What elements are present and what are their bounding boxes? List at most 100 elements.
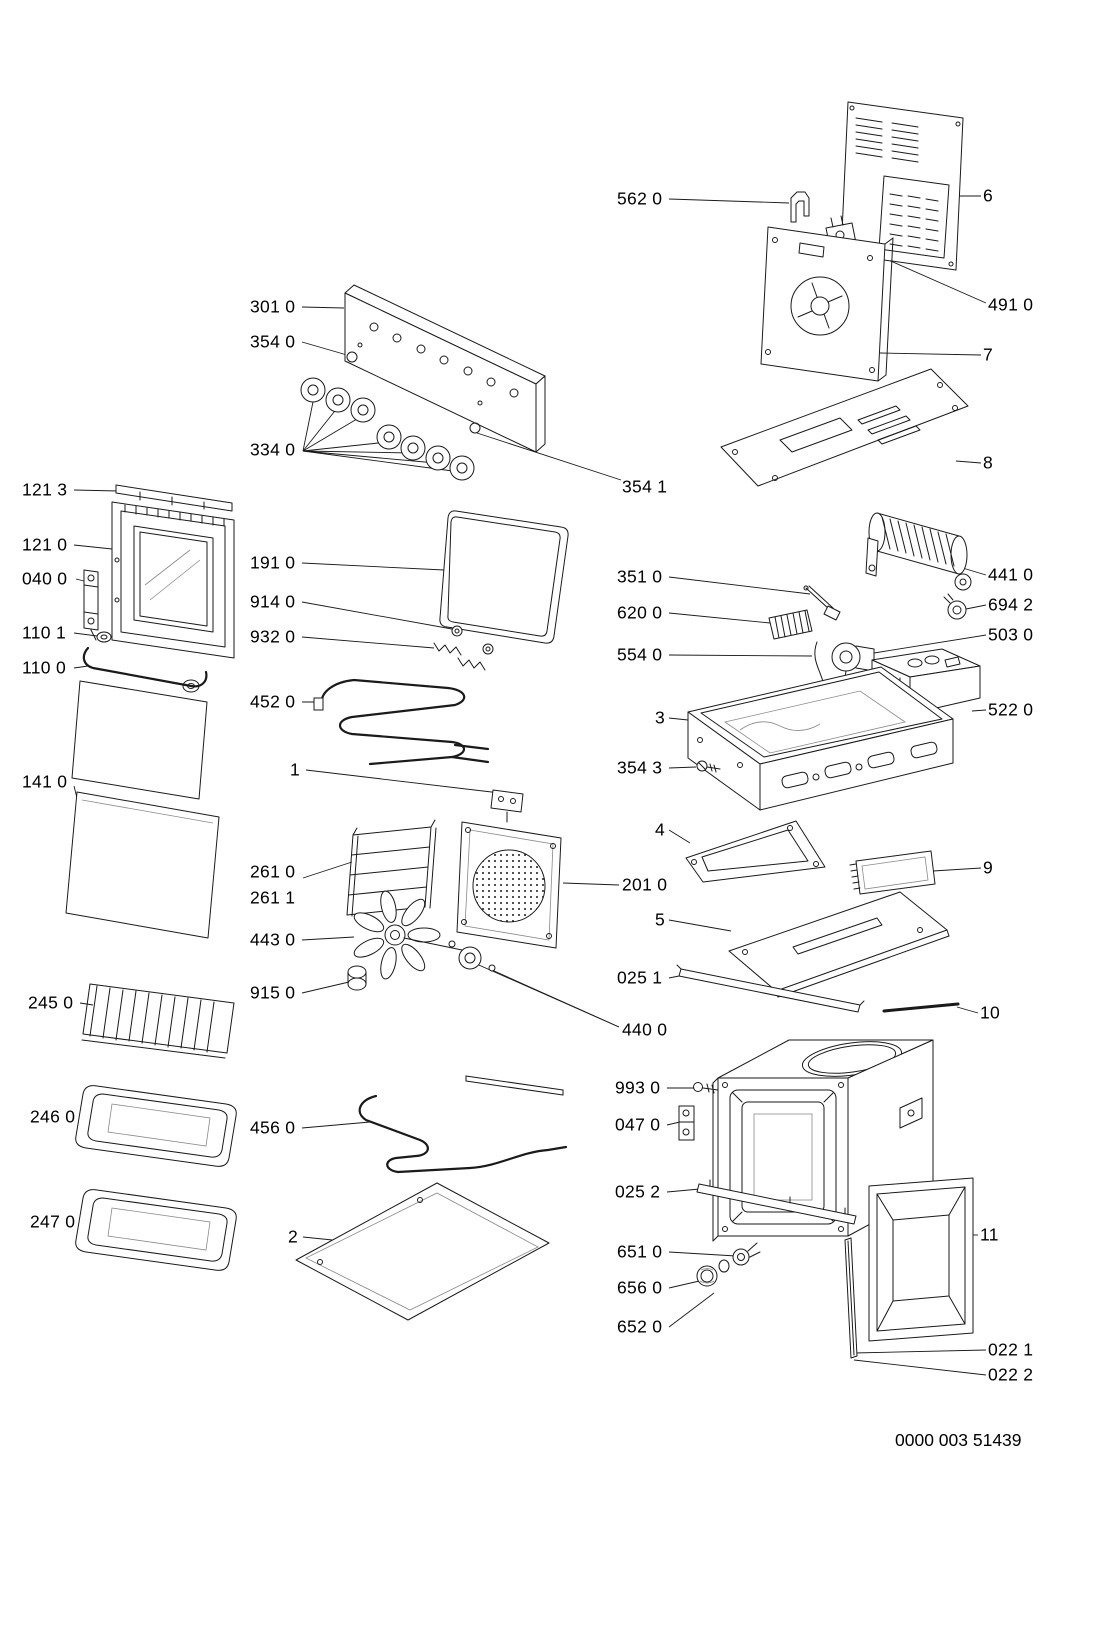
part-label-7: 7 [983,344,994,365]
part-label-025-2: 025 2 [615,1181,661,1202]
terminal-block [768,609,813,640]
door-hinge [83,569,99,641]
screw-993 [693,1082,719,1094]
part-label-047-0: 047 0 [615,1114,661,1135]
part-label-261-1: 261 1 [250,887,296,908]
part-label-247-0: 247 0 [30,1211,76,1232]
part-label-443-0: 443 0 [250,929,296,950]
part-label-022-2: 022 2 [988,1364,1034,1385]
wire-shelf-rack [81,983,235,1059]
part-label-5: 5 [655,909,666,930]
door-glass-panels [65,680,220,939]
part-label-440-0: 440 0 [622,1019,668,1040]
part-label-554-0: 554 0 [617,644,663,665]
part-label-245-0: 245 0 [28,992,74,1013]
part-label-141-0: 141 0 [22,771,68,792]
lamp-assembly [696,1242,761,1287]
part-label-3: 3 [655,707,666,728]
part-label-351-0: 351 0 [617,566,663,587]
side-rail-upper [676,964,865,1013]
bottom-panel [295,1182,550,1321]
part-label-246-0: 246 0 [30,1106,76,1127]
door-trim-strip [844,1237,858,1359]
panel-button-354-1 [469,422,481,434]
part-label-301-0: 301 0 [250,296,296,317]
part-label-993-0: 993 0 [615,1077,661,1098]
door-inner-frame [111,501,235,659]
part-label-915-0: 915 0 [250,982,296,1003]
baking-tray-shallow [75,1085,237,1167]
panel-button-354-0 [346,351,358,363]
chassis-housing [687,666,954,811]
document-code: 0000 003 51439 [895,1430,1022,1450]
springs [433,642,486,671]
inner-back-plate [760,226,894,382]
part-label-6: 6 [983,185,994,206]
part-label-354-1: 354 1 [622,476,668,497]
fan-cover-bracket [490,789,524,823]
spacer-bushing [347,965,367,991]
outer-door-panel [868,1177,974,1342]
triangular-bracket [685,820,826,883]
part-label-656-0: 656 0 [617,1277,663,1298]
part-label-2: 2 [288,1226,299,1247]
part-label-456-0: 456 0 [250,1117,296,1138]
part-label-191-0: 191 0 [250,552,296,573]
part-label-334-0: 334 0 [250,439,296,460]
part-label-651-0: 651 0 [617,1241,663,1262]
part-label-441-0: 441 0 [988,564,1034,585]
part-label-110-1: 110 1 [22,622,66,643]
door-gasket [439,510,569,644]
retaining-clip [790,191,810,223]
pcb-module [849,850,936,895]
part-label-1: 1 [290,759,301,780]
door-handle [82,646,208,688]
part-label-8: 8 [983,452,994,473]
part-label-9: 9 [983,857,994,878]
part-label-914-0: 914 0 [250,591,296,612]
part-label-652-0: 652 0 [617,1316,663,1337]
side-rail-lower [696,1179,857,1225]
part-label-562-0: 562 0 [617,188,663,209]
part-label-354-3: 354 3 [617,757,663,778]
part-label-932-0: 932 0 [250,626,296,647]
fan-motor-set [403,937,496,972]
lamp-bulb [943,593,967,620]
control-panel [344,284,546,453]
sensor-rod [803,585,841,621]
shelf-panel [728,891,950,998]
control-knobs [300,377,475,481]
part-label-261-0: 261 0 [250,861,296,882]
part-label-201-0: 201 0 [622,874,668,895]
lower-heating-element [358,1075,568,1174]
part-label-491-0: 491 0 [988,294,1034,315]
part-label-4: 4 [655,819,666,840]
screw-354-3 [696,760,721,773]
crossflow-blower [865,512,972,591]
part-label-110-0: 110 0 [22,657,66,678]
part-label-452-0: 452 0 [250,691,296,712]
part-label-040-0: 040 0 [22,568,68,589]
part-label-022-1: 022 1 [988,1339,1034,1360]
part-label-354-0: 354 0 [250,331,296,352]
part-label-11: 11 [980,1224,999,1245]
bottom-cover-panel [720,368,969,487]
part-label-121-0: 121 0 [22,534,68,555]
door-grommets [96,631,200,693]
part-label-503-0: 503 0 [988,624,1034,645]
part-label-620-0: 620 0 [617,602,663,623]
part-label-121-3: 121 3 [22,479,68,500]
baking-tray-deep [75,1189,237,1271]
fan-cover-plate [456,821,562,949]
part-label-10: 10 [980,1002,1001,1023]
hinge-bracket [678,1105,695,1141]
part-label-025-1: 025 1 [617,967,663,988]
part-label-522-0: 522 0 [988,699,1034,720]
grill-heating-element [313,678,490,766]
part-label-694-2: 694 2 [988,594,1034,615]
fixing-nuts [451,625,494,655]
rear-outer-panel [840,101,964,271]
support-rod [882,1002,960,1013]
